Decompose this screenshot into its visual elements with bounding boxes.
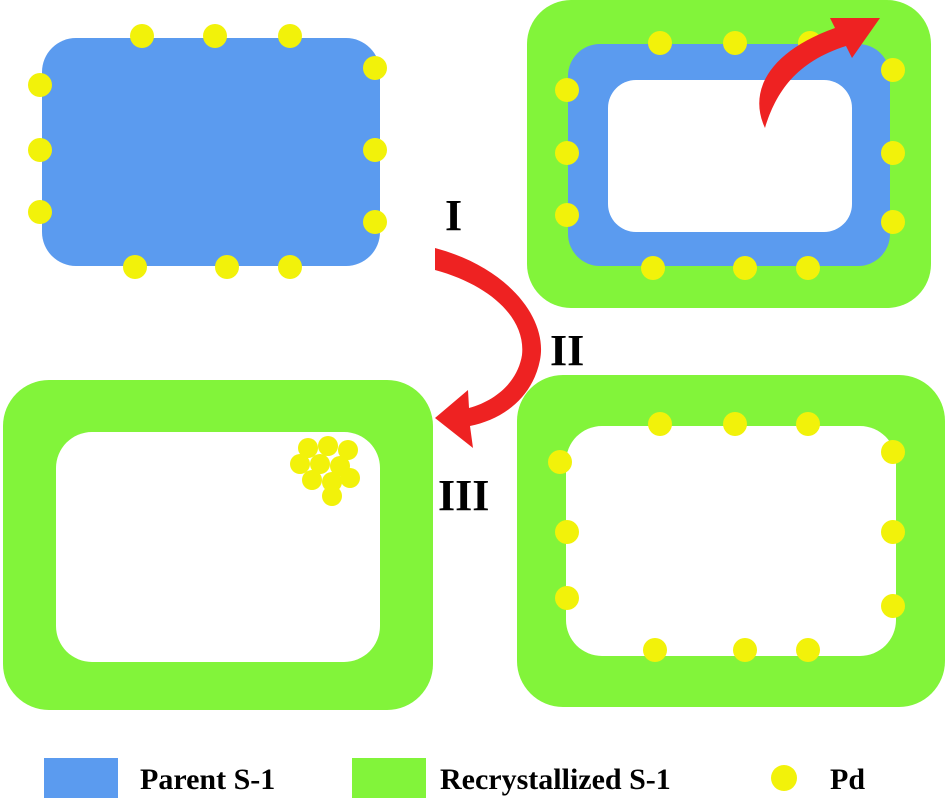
pd-particles-inner bbox=[548, 412, 905, 662]
pd-particle bbox=[723, 412, 747, 436]
pd-particle bbox=[203, 24, 227, 48]
legend-swatch-pd bbox=[771, 765, 797, 791]
arrow-process bbox=[435, 248, 542, 448]
pd-particle bbox=[310, 454, 330, 474]
pd-particle bbox=[298, 438, 318, 458]
step-label-3: III bbox=[438, 471, 489, 520]
pd-particle bbox=[322, 472, 342, 492]
pd-particle bbox=[28, 73, 52, 97]
hollow-cavity bbox=[56, 432, 380, 662]
pd-particle bbox=[648, 31, 672, 55]
pd-particle bbox=[733, 638, 757, 662]
legend-swatch-parent bbox=[44, 758, 118, 798]
legend-swatch-recrystallized bbox=[352, 758, 426, 798]
pd-particle bbox=[733, 256, 757, 280]
pd-particle bbox=[881, 210, 905, 234]
pd-particle bbox=[555, 586, 579, 610]
pd-particle bbox=[28, 200, 52, 224]
step-label-2: II bbox=[550, 326, 584, 375]
panel-encapsulated-pd bbox=[517, 375, 945, 707]
pd-particle bbox=[796, 256, 820, 280]
panel-shell-hollow-parent bbox=[527, 0, 931, 308]
panel-aggregated-pd bbox=[3, 380, 433, 710]
step-label-1: I bbox=[445, 191, 462, 240]
legend-label-pd: Pd bbox=[830, 763, 865, 796]
pd-particle bbox=[548, 450, 572, 474]
pd-particle bbox=[318, 436, 338, 456]
pd-particle bbox=[643, 638, 667, 662]
hollow-cavity bbox=[566, 426, 896, 656]
pd-particle bbox=[340, 468, 360, 488]
pd-particle bbox=[881, 520, 905, 544]
pd-particle bbox=[28, 138, 52, 162]
pd-particles-interface bbox=[555, 31, 905, 280]
pd-particle bbox=[881, 141, 905, 165]
pd-cluster bbox=[290, 436, 360, 506]
pd-particle bbox=[130, 24, 154, 48]
pd-particle bbox=[363, 56, 387, 80]
pd-particles-outer bbox=[28, 24, 387, 279]
pd-particle bbox=[338, 440, 358, 460]
pd-particle bbox=[881, 58, 905, 82]
pd-particle bbox=[723, 31, 747, 55]
pd-particle bbox=[363, 210, 387, 234]
pd-particle bbox=[215, 255, 239, 279]
pd-particle bbox=[555, 78, 579, 102]
pd-particle bbox=[796, 638, 820, 662]
pd-particle bbox=[322, 486, 342, 506]
pd-particle bbox=[881, 594, 905, 618]
arrow-outward bbox=[759, 18, 880, 128]
legend-label-recrystallized: Recrystallized S-1 bbox=[440, 763, 671, 796]
pd-particle bbox=[555, 203, 579, 227]
pd-particle bbox=[555, 520, 579, 544]
hollow-cavity bbox=[608, 80, 852, 232]
parent-s1-block bbox=[42, 38, 380, 266]
pd-particle bbox=[648, 412, 672, 436]
pd-particle bbox=[123, 255, 147, 279]
pd-particle bbox=[881, 440, 905, 464]
legend-label-parent: Parent S-1 bbox=[140, 763, 275, 796]
pd-particle bbox=[641, 256, 665, 280]
legend: Parent S-1 Recrystallized S-1 Pd bbox=[44, 758, 865, 798]
panel-parent-crystal bbox=[28, 24, 387, 279]
pd-particle bbox=[278, 24, 302, 48]
pd-particle bbox=[363, 138, 387, 162]
pd-particle bbox=[302, 470, 322, 490]
pd-particle bbox=[290, 454, 310, 474]
pd-particle bbox=[555, 141, 579, 165]
pd-particle bbox=[796, 412, 820, 436]
pd-particle bbox=[278, 255, 302, 279]
